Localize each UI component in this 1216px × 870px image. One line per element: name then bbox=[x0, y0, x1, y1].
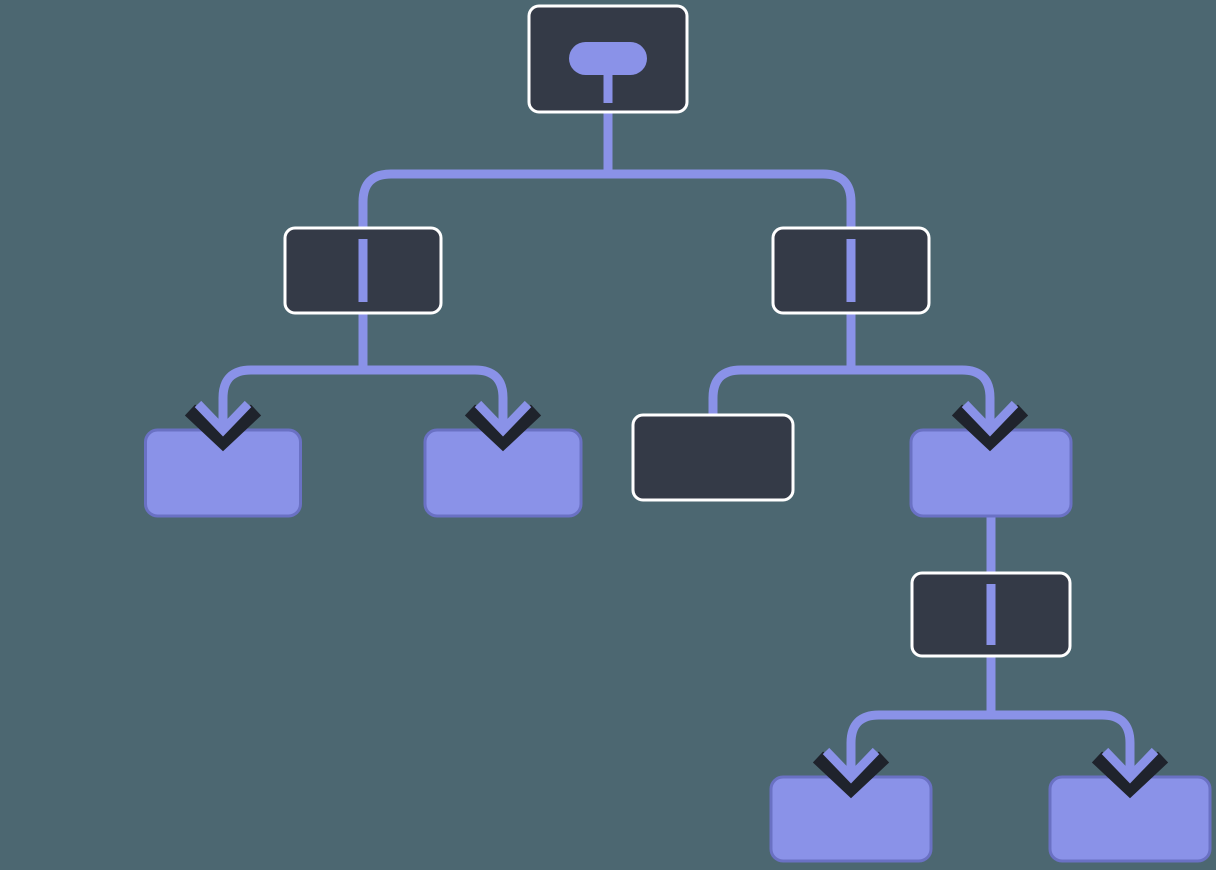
edge-branchright-to-children bbox=[708, 313, 995, 427]
node-passthrough-2[interactable] bbox=[910, 571, 1072, 658]
node-branch-right[interactable] bbox=[771, 226, 931, 315]
node-branch-left[interactable] bbox=[283, 226, 443, 315]
edge-branchleft-to-leaves bbox=[218, 313, 508, 427]
chevron-down-icon bbox=[464, 404, 542, 452]
arrowhead-leaf-left-2 bbox=[464, 400, 542, 452]
arrowhead-leaf-right-1 bbox=[812, 747, 890, 799]
arrowhead-leaf-left-1 bbox=[184, 400, 262, 452]
passthrough-line bbox=[846, 239, 856, 302]
arrowhead-purple-mid bbox=[951, 400, 1029, 452]
arrowhead-leaf-right-2 bbox=[1091, 747, 1169, 799]
root-pill-icon bbox=[569, 42, 647, 75]
root-pill-stem bbox=[603, 72, 613, 103]
chevron-down-icon bbox=[474, 400, 532, 437]
chevron-down-icon bbox=[1091, 751, 1169, 799]
edge-passthrough-to-leaves bbox=[846, 654, 1135, 772]
chevron-down-icon bbox=[1101, 747, 1159, 784]
chevron-down-icon bbox=[951, 404, 1029, 452]
node-dark-leaf[interactable] bbox=[631, 413, 795, 502]
chevron-down-icon bbox=[194, 400, 252, 437]
chevron-down-icon bbox=[961, 400, 1019, 437]
edge-root-to-branches bbox=[358, 110, 856, 228]
passthrough-line bbox=[358, 239, 368, 302]
chevron-down-icon bbox=[812, 751, 890, 799]
node-root[interactable] bbox=[527, 4, 689, 114]
passthrough-line bbox=[986, 584, 996, 645]
chevron-down-icon bbox=[184, 404, 262, 452]
chevron-down-icon bbox=[822, 747, 880, 784]
